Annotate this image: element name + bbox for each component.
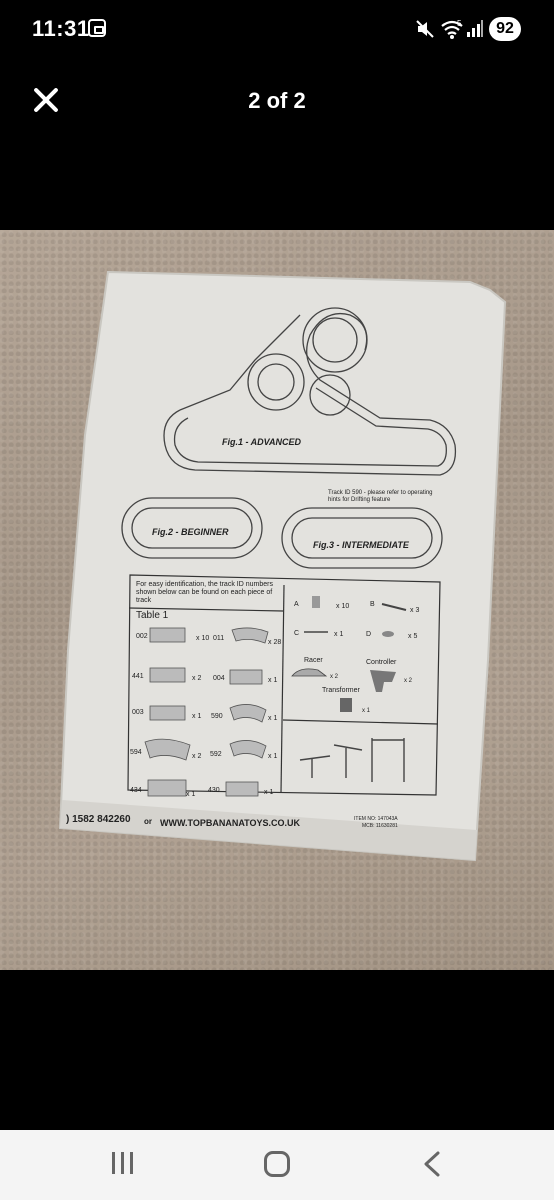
viewer-header: 2 of 2 (0, 58, 554, 138)
website-text: WWW.TOPBANANATOYS.CO.UK (160, 818, 300, 828)
part-id-2: 441 (132, 673, 144, 680)
screenshot-icon (88, 19, 106, 37)
accessory-qty-3: x 5 (408, 633, 417, 640)
identification-line1: For easy identification, the track ID nu… (136, 581, 273, 588)
transformer-qty: x 1 (362, 708, 371, 714)
part-id-4: 003 (132, 709, 144, 716)
transformer-label: Transformer (322, 687, 361, 694)
cell-signal-icon (467, 20, 483, 37)
part-qty-9: x 1 (264, 789, 273, 796)
part-qty-4: x 1 (192, 713, 201, 720)
part-qty-2: x 2 (192, 675, 201, 682)
part-qty-7: x 1 (268, 753, 277, 760)
racer-label: Racer (304, 657, 323, 664)
mcb-number: MCB: 11630281 (362, 823, 398, 829)
part-id-9: 430 (208, 787, 220, 794)
accessory-qty-1: x 3 (410, 607, 419, 614)
part-qty-0: x 10 (196, 635, 209, 642)
intermediate-track-diagram (281, 507, 443, 569)
fig1-title: Fig.1 - ADVANCED (222, 437, 302, 447)
part-qty-1: x 28 (268, 639, 281, 646)
or-text: or (144, 817, 152, 826)
wifi-icon: 5 (441, 19, 463, 39)
controller-label: Controller (366, 659, 397, 666)
back-button[interactable] (420, 1150, 446, 1178)
fig3-title: Fig.3 - INTERMEDIATE (313, 540, 410, 550)
fig2-title: Fig.2 - BEGINNER (152, 527, 229, 537)
navigation-bar (0, 1130, 554, 1200)
status-time: 11:31 (32, 16, 90, 41)
beginner-track-diagram (121, 497, 263, 559)
identification-line3: track (136, 597, 152, 604)
status-bar: 11:31 5 92 (0, 0, 554, 58)
track-note-line2: hints for Drifting feature (328, 497, 391, 503)
paper-sheet (60, 272, 505, 860)
part-qty-3: x 1 (268, 677, 277, 684)
instruction-sheet-drawing: Fig.1 - ADVANCED Fig.2 - BEGINNER Fig.3 … (58, 270, 507, 862)
supports-diagram (299, 738, 405, 782)
part-id-1: 011 (213, 635, 224, 642)
table-title: Table 1 (136, 610, 169, 621)
accessories-list: A x 10 B x 3 C x 1 D x 5 Racer x 2 Contr… (291, 596, 419, 714)
part-qty-6: x 2 (192, 753, 201, 760)
accessory-letter-2: C (294, 630, 299, 637)
accessory-letter-1: B (370, 601, 375, 608)
photo-image[interactable]: Fig.1 - ADVANCED Fig.2 - BEGINNER Fig.3 … (0, 230, 554, 970)
accessory-qty-2: x 1 (334, 631, 343, 638)
parts-list: 002 x 10 011 x 28 441 x 2 004 x 1 003 x … (130, 627, 281, 798)
identification-line2: shown below can be found on each piece o… (136, 589, 272, 596)
part-qty-5: x 1 (268, 715, 277, 722)
part-id-0: 002 (136, 633, 148, 640)
battery-indicator: 92 (489, 17, 521, 41)
track-note-line1: Track ID 590 - please refer to operating (328, 490, 433, 496)
part-id-7: 592 (210, 751, 222, 758)
accessory-letter-0: A (294, 601, 299, 608)
accessory-letter-3: D (366, 631, 371, 638)
home-button[interactable] (264, 1151, 290, 1177)
part-id-5: 590 (211, 713, 223, 720)
part-id-3: 004 (213, 675, 225, 682)
mute-icon (416, 20, 434, 38)
part-qty-8: x 1 (186, 791, 195, 798)
accessory-qty-0: x 10 (336, 603, 349, 610)
racer-qty: x 2 (330, 674, 339, 680)
item-number: ITEM NO: 147043A (354, 816, 398, 822)
recent-apps-button[interactable] (110, 1152, 136, 1176)
parts-table (127, 574, 441, 796)
advanced-track-diagram (163, 307, 457, 476)
controller-qty: x 2 (404, 678, 413, 684)
signal-label: 5 (457, 19, 462, 28)
part-id-8: 434 (130, 787, 142, 794)
part-id-6: 594 (130, 749, 142, 756)
page-counter: 2 of 2 (248, 88, 306, 113)
phone-number: ) 1582 842260 (66, 814, 131, 825)
